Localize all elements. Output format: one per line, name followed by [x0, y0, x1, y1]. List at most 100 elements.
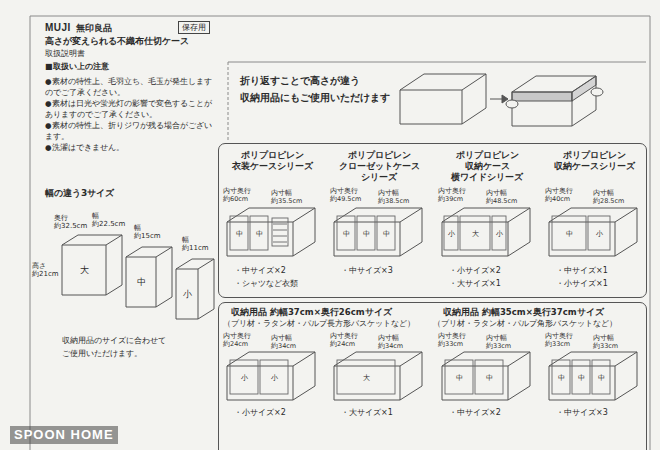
case-illustrations [230, 360, 258, 394]
inner-width-dim: 内寸幅 約28.5cm [593, 190, 624, 205]
inner-depth-dim: 内寸奥行 約33cm [545, 333, 573, 348]
sheet-frame [228, 62, 229, 140]
case-illustrations [442, 352, 530, 400]
dimension-label: 幅 約22.5cm [92, 212, 125, 228]
size-mark: 中 [556, 374, 566, 382]
case-illustrations [588, 216, 610, 250]
size-mark: 中 [564, 230, 574, 238]
fit-note: ・中サイズ×1 [556, 265, 608, 277]
case-illustrations [592, 360, 610, 394]
inner-depth-dim: 内寸奥行 約60cm [223, 188, 251, 203]
size-mark: 中 [254, 230, 264, 238]
inner-width-dim: 内寸幅 約34cm [378, 335, 403, 350]
sheet-frame [228, 62, 646, 63]
fit-note: ・大サイズ×1 [341, 407, 393, 419]
size-boxes [126, 247, 172, 307]
sheet-title: 高さが変えられる不織布仕切ケース [45, 36, 189, 47]
feature-note: 折り返すことで高さが違う 収納用品にもご使用いただけます [240, 72, 390, 106]
size-mark: 中 [576, 374, 586, 382]
size-mark: 小 [494, 230, 504, 238]
size-mark: 小 [594, 230, 604, 238]
case-illustrations [475, 360, 503, 394]
case-illustrations [549, 208, 637, 256]
fit-note: ・中サイズ×3 [556, 407, 608, 419]
sheet-frame [30, 16, 650, 450]
care-note: ●素材の特性上、毛羽立ち、毛玉が発生しますのでご了承ください。 [45, 76, 213, 98]
dimension-label: 幅 約15cm [134, 224, 161, 240]
tag-text: 保存用 [182, 23, 206, 32]
inner-depth-dim: 内寸奥行 約39cm [438, 188, 466, 203]
size-mark: 中 [135, 277, 147, 287]
case-illustrations [250, 216, 268, 250]
size-mark: 中 [234, 230, 244, 238]
series-heading: ポリプロピレン 衣装ケースシリーズ [232, 150, 313, 172]
size-mark: 大 [78, 265, 90, 275]
size-mark: 中 [454, 374, 464, 382]
fit-note: ・小サイズ×1 [556, 278, 608, 290]
size-mark: 小 [239, 374, 249, 382]
inner-width-dim: 内寸幅 約33cm [593, 335, 618, 350]
group-note: （ブリ材・ラタン材・パルプ角形バスケットなど） [433, 319, 617, 328]
fold-illustration [591, 88, 603, 96]
size-boxes [176, 259, 214, 319]
inner-depth-dim: 内寸奥行 約49.5cm [330, 188, 361, 203]
group-heading: 収納用品 約幅37cm×奥行26cmサイズ [231, 307, 392, 317]
fold-illustration [506, 100, 518, 108]
size-mark: 中 [484, 374, 494, 382]
care-note: ●素材の特性上、折りジワが残る場合がございます。 [45, 120, 213, 142]
case-illustrations [230, 216, 248, 250]
case-illustrations [445, 360, 473, 394]
case-illustrations [227, 208, 637, 400]
size-mark: 中 [341, 230, 351, 238]
case-illustrations [460, 216, 490, 250]
inner-width-dim: 内寸幅 約48.5cm [486, 190, 517, 205]
care-note: ●素材は日光や蛍光灯の影響で変色することがありますのでご了承ください。 [45, 98, 213, 120]
series-heading: ポリプロピレン 収納ケースシリーズ [554, 150, 635, 172]
inner-width-dim: 内寸幅 約33cm [486, 335, 511, 350]
size-mark: 小 [446, 230, 456, 238]
fold-illustration [572, 76, 596, 101]
section-heading: 幅の違う3サイズ [45, 188, 114, 199]
size-mark: 小 [269, 374, 279, 382]
case-series-panel: ポリプロピレン 衣装ケースシリーズポリプロピレン クローゼットケース シリーズポ… [218, 143, 647, 298]
fit-note: ・シャツなど衣類 [234, 278, 298, 290]
size-boxes [62, 235, 214, 319]
case-illustrations [337, 360, 395, 394]
inner-width-dim: 内寸幅 約34cm [271, 335, 296, 350]
dimension-label: 高さ 約21cm [32, 262, 59, 278]
size-mark: 中 [361, 230, 371, 238]
case-illustrations [260, 360, 288, 394]
group-heading: 収納用品 約幅35cm×奥行37cmサイズ [443, 307, 604, 317]
brand-logo: MUJI [45, 22, 71, 34]
size-mark: 小 [181, 289, 193, 299]
inner-depth-dim: 内寸奥行 約24cm [223, 333, 251, 348]
case-illustrations [334, 208, 422, 256]
case-illustrations [357, 216, 375, 250]
doc-type: 取扱説明書 [45, 49, 85, 59]
case-illustrations [444, 216, 458, 250]
case-illustrations [273, 224, 287, 242]
case-illustrations [552, 360, 570, 394]
watermark: SPOON HOME [10, 426, 118, 444]
inner-depth-dim: 内寸奥行 約33cm [438, 333, 466, 348]
size-mark: 中 [596, 374, 606, 382]
inner-depth-dim: 内寸奥行 約24cm [330, 333, 358, 348]
case-illustrations [227, 208, 315, 256]
usage-note: 収納用品のサイズに合わせて ご使用いただけます。 [62, 334, 166, 360]
fit-note: ・中サイズ×2 [449, 407, 501, 419]
series-heading: ポリプロピレン 収納ケース 横ワイドシリーズ [451, 150, 523, 183]
case-illustrations [377, 216, 395, 250]
case-illustrations [549, 352, 637, 400]
fit-note: ・大サイズ×1 [449, 278, 501, 290]
sheet-frame [30, 16, 650, 450]
case-illustrations [272, 218, 288, 246]
fit-note: ・中サイズ×2 [234, 265, 286, 277]
case-illustrations [552, 216, 586, 250]
dimension-label: 奥行 約32.5cm [54, 214, 87, 230]
inner-width-dim: 内寸幅 約35.5cm [271, 190, 302, 205]
fit-note: ・小サイズ×2 [234, 407, 286, 419]
case-illustrations [334, 352, 422, 400]
brand-logo: 無印良品 [76, 23, 112, 33]
dimension-label: 幅 約11cm [182, 236, 209, 252]
care-note: ●洗濯はできません。 [45, 142, 213, 153]
